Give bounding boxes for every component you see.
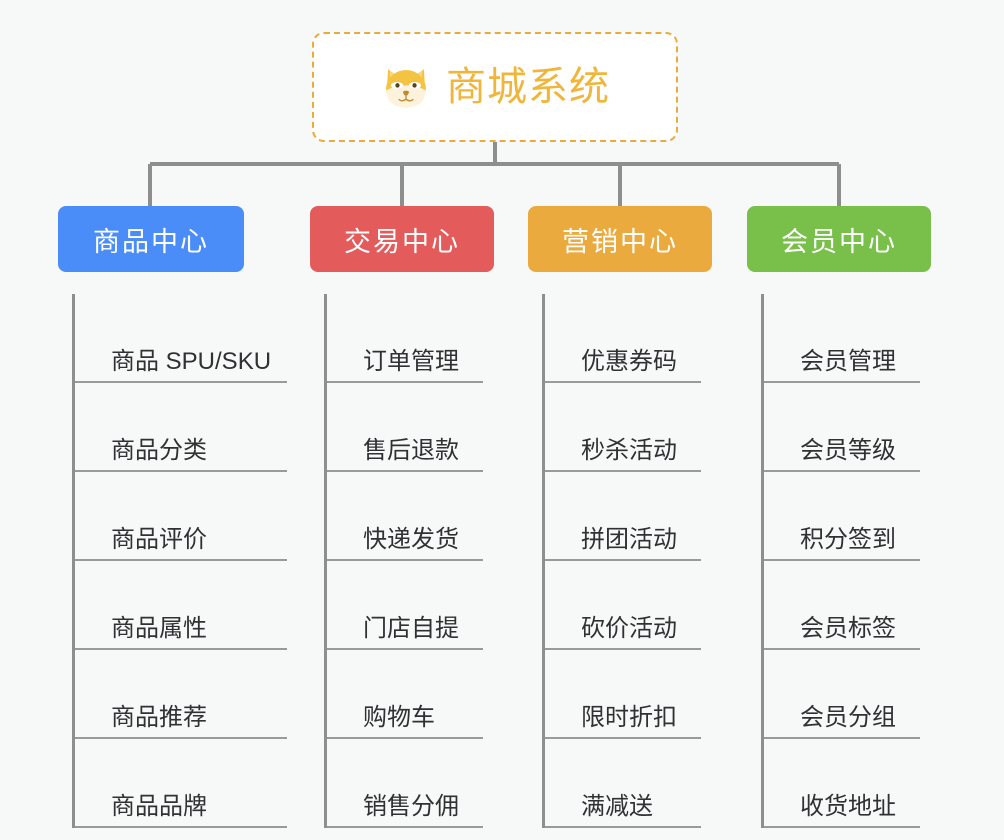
leaf-label: 收货地址	[800, 792, 896, 820]
branch-营销中心: 营销中心 优惠券码 秒杀活动 拼团活动 砍价活动 限时折扣 满减送	[528, 206, 712, 828]
leaf-label: 快递发货	[363, 525, 459, 553]
list-item[interactable]: 商品推荐	[75, 650, 287, 739]
leaf-label: 购物车	[363, 703, 435, 731]
list-item[interactable]: 砍价活动	[545, 561, 701, 650]
root-title: 商城系统	[446, 65, 610, 109]
list-item[interactable]: 会员标签	[764, 561, 920, 650]
leaf-label: 会员分组	[800, 703, 896, 731]
list-item[interactable]: 会员管理	[764, 294, 920, 383]
leaf-label: 会员等级	[800, 436, 896, 464]
leaf-label: 积分签到	[800, 525, 896, 553]
leaf-label: 优惠券码	[581, 347, 677, 375]
leaf-label: 限时折扣	[581, 703, 677, 731]
list-item[interactable]: 会员分组	[764, 650, 920, 739]
leaf-label: 订单管理	[363, 347, 459, 375]
leaf-label: 商品属性	[111, 614, 207, 642]
leaf-label: 商品评价	[111, 525, 207, 553]
root-node[interactable]: 商城系统	[312, 32, 678, 142]
list-item[interactable]: 限时折扣	[545, 650, 701, 739]
leaf-label: 销售分佣	[363, 792, 459, 820]
branch-header-1[interactable]: 商品中心	[58, 206, 244, 272]
list-item[interactable]: 门店自提	[327, 561, 483, 650]
list-item[interactable]: 快递发货	[327, 472, 483, 561]
branch-header-3[interactable]: 营销中心	[528, 206, 712, 272]
list-item[interactable]: 商品分类	[75, 383, 287, 472]
leaf-label: 售后退款	[363, 436, 459, 464]
shiba-dog-face-icon	[386, 69, 426, 108]
list-item[interactable]: 积分签到	[764, 472, 920, 561]
list-item[interactable]: 满减送	[545, 739, 701, 828]
list-item[interactable]: 购物车	[327, 650, 483, 739]
leaf-label: 门店自提	[363, 614, 459, 642]
branch-children-2: 订单管理 售后退款 快递发货 门店自提 购物车 销售分佣	[324, 294, 483, 828]
list-item[interactable]: 订单管理	[327, 294, 483, 383]
branch-商品中心: 商品中心 商品 SPU/SKU 商品分类 商品评价 商品属性 商品推荐 商品品牌	[58, 206, 287, 828]
leaf-label: 砍价活动	[581, 614, 677, 642]
branch-header-2[interactable]: 交易中心	[310, 206, 494, 272]
branch-会员中心: 会员中心 会员管理 会员等级 积分签到 会员标签 会员分组 收货地址	[747, 206, 931, 828]
list-item[interactable]: 商品品牌	[75, 739, 287, 828]
list-item[interactable]: 秒杀活动	[545, 383, 701, 472]
leaf-label: 会员管理	[800, 347, 896, 375]
leaf-label: 满减送	[581, 792, 653, 820]
branch-children-4: 会员管理 会员等级 积分签到 会员标签 会员分组 收货地址	[761, 294, 920, 828]
list-item[interactable]: 商品评价	[75, 472, 287, 561]
list-item[interactable]: 优惠券码	[545, 294, 701, 383]
leaf-label: 商品分类	[111, 436, 207, 464]
list-item[interactable]: 拼团活动	[545, 472, 701, 561]
list-item[interactable]: 售后退款	[327, 383, 483, 472]
list-item[interactable]: 商品 SPU/SKU	[75, 294, 287, 383]
list-item[interactable]: 销售分佣	[327, 739, 483, 828]
list-item[interactable]: 商品属性	[75, 561, 287, 650]
leaf-label: 拼团活动	[581, 525, 677, 553]
leaf-label: 秒杀活动	[581, 436, 677, 464]
leaf-label: 会员标签	[800, 614, 896, 642]
leaf-label: 商品 SPU/SKU	[111, 347, 272, 375]
branch-header-4[interactable]: 会员中心	[747, 206, 931, 272]
leaf-label: 商品品牌	[111, 792, 207, 820]
branch-children-3: 优惠券码 秒杀活动 拼团活动 砍价活动 限时折扣 满减送	[542, 294, 701, 828]
list-item[interactable]: 收货地址	[764, 739, 920, 828]
branch-children-1: 商品 SPU/SKU 商品分类 商品评价 商品属性 商品推荐 商品品牌	[72, 294, 287, 828]
leaf-label: 商品推荐	[111, 703, 207, 731]
list-item[interactable]: 会员等级	[764, 383, 920, 472]
branch-交易中心: 交易中心 订单管理 售后退款 快递发货 门店自提 购物车 销售分佣	[310, 206, 494, 828]
